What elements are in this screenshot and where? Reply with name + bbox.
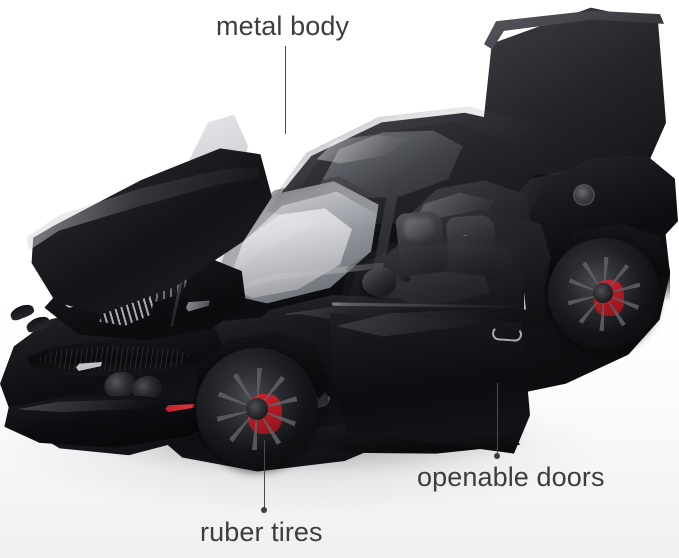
callout-label-ruber-tires: ruber tires: [200, 517, 323, 547]
callout-label-metal-body: metal body: [216, 11, 350, 41]
callout-line-metal-body: [285, 46, 287, 134]
front-grille: [27, 340, 202, 377]
open-driver-door[interactable]: [330, 312, 530, 454]
srt-badge: [76, 362, 102, 371]
callout-label-openable-doors: openable doors: [417, 462, 605, 492]
door-handle[interactable]: [491, 325, 523, 343]
hood-scoop-left: [8, 301, 36, 323]
front-wheel: [196, 348, 318, 470]
engine-label-sticker: [186, 300, 210, 312]
front-wheel-hub: [246, 398, 268, 420]
seat-highlight: [404, 218, 434, 240]
rear-wheel: [548, 238, 660, 350]
callout-line-ruber-tires: [264, 440, 266, 510]
rear-wheel-hub: [593, 283, 613, 303]
callout-line-openable-doors: [497, 383, 499, 455]
front-side-marker-light: [165, 404, 195, 412]
grille-mesh: [36, 345, 189, 371]
fuel-filler-cap[interactable]: [573, 184, 595, 206]
callout-dot-ruber-tires: [261, 507, 267, 513]
callout-dot-openable-doors: [494, 453, 500, 459]
door-top-edge: [332, 302, 521, 308]
